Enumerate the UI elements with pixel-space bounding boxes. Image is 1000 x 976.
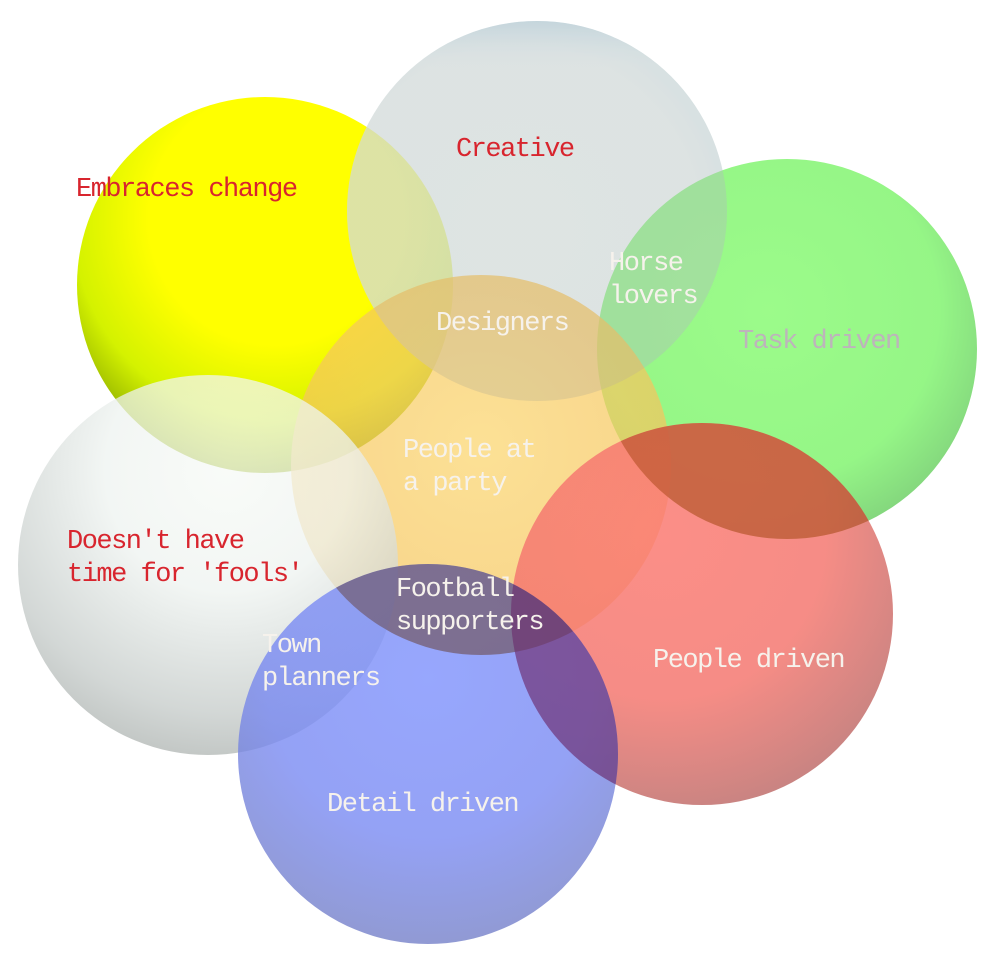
label-detail-driven: Detail driven: [327, 790, 520, 820]
label-people-driven: People driven: [653, 646, 846, 676]
label-no-time-for-fools: Doesn't have time for 'fools': [67, 527, 304, 590]
label-embraces-change: Embraces change: [76, 175, 298, 205]
label-people-at-party: People at a party: [403, 436, 537, 499]
red-blue-overlap-shade: [511, 564, 618, 805]
label-football-supporters: Football supporters: [396, 575, 545, 638]
label-task-driven: Task driven: [738, 327, 901, 357]
label-town-planners: Town planners: [262, 631, 381, 694]
label-designers: Designers: [436, 309, 570, 339]
label-creative: Creative: [456, 135, 575, 165]
circle-creative-over-party: [347, 21, 727, 401]
label-horse-lovers: Horse lovers: [609, 249, 699, 312]
